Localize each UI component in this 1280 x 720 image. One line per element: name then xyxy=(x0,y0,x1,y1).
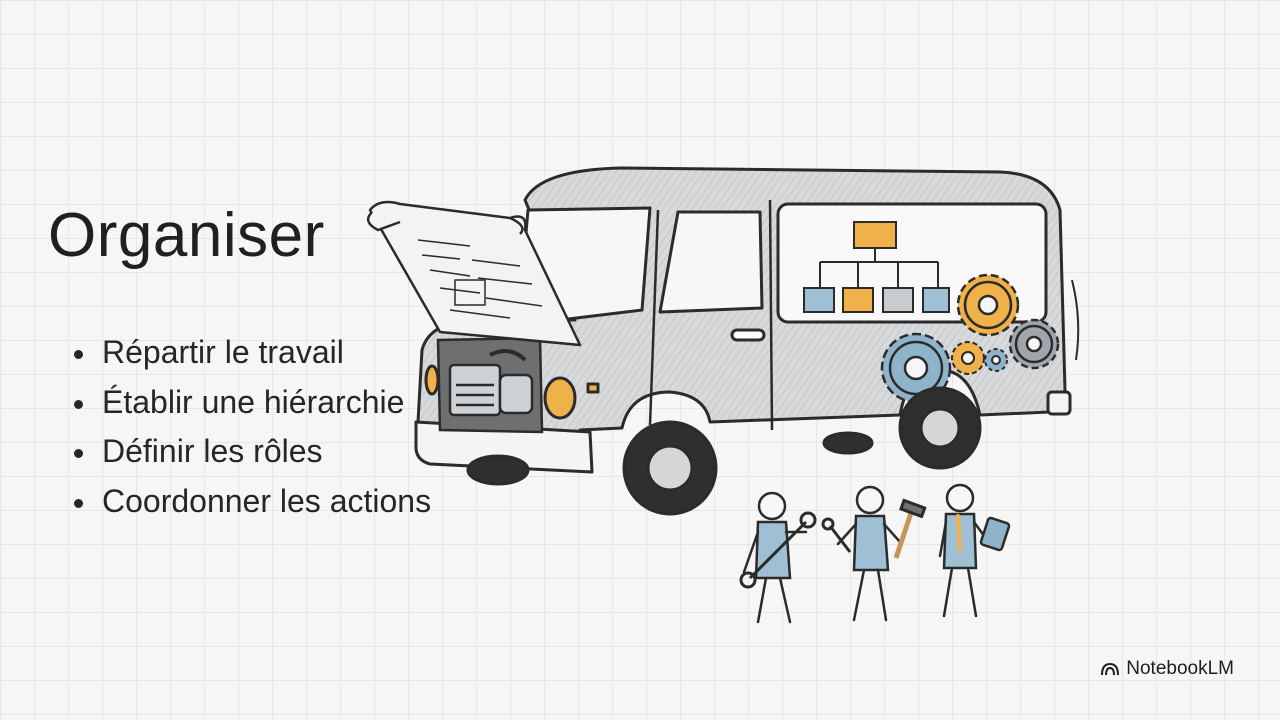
engine-icon xyxy=(436,336,544,434)
bullet-item: Coordonner les actions xyxy=(72,477,431,527)
gear-icon xyxy=(951,341,1008,375)
org-chart-icon xyxy=(803,221,950,313)
hammer-icon xyxy=(893,498,927,559)
worker-figure-icon xyxy=(836,485,902,622)
wrench-icon xyxy=(821,517,852,553)
van-wheel xyxy=(466,386,982,516)
bullet-item: Répartir le travail xyxy=(72,328,431,378)
blueprint-icon xyxy=(366,200,582,347)
gear-icon xyxy=(956,273,1020,337)
brand-name: NotebookLM xyxy=(1126,658,1234,679)
bullet-item: Établir une hiérarchie xyxy=(72,378,431,428)
gear-icon xyxy=(1008,318,1060,370)
gear-icon xyxy=(880,332,952,404)
tablet-icon xyxy=(979,516,1011,552)
notebooklm-logo-icon xyxy=(1101,662,1120,676)
slide-title: Organiser xyxy=(48,201,325,270)
bullet-list: Répartir le travail Établir une hiérarch… xyxy=(72,328,431,526)
wrench-icon xyxy=(739,511,817,589)
bullet-item: Définir les rôles xyxy=(72,427,431,477)
van-illustration xyxy=(366,166,1080,624)
worker-figure-icon xyxy=(742,491,808,624)
worker-figure-icon xyxy=(938,483,992,618)
brand-watermark: NotebookLM xyxy=(1100,658,1234,680)
